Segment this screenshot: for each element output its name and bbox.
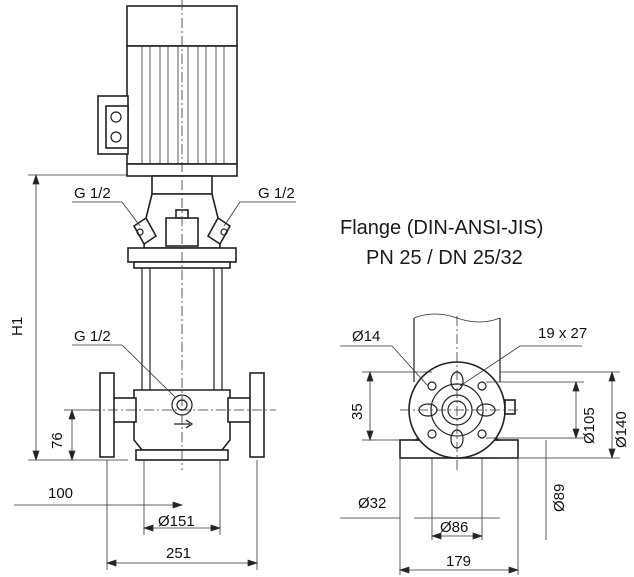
label-179: 179: [446, 553, 472, 570]
label-g-drain: G 1/2: [74, 328, 111, 345]
motor: [97, 5, 238, 195]
label-19x27: 19 x 27: [538, 325, 588, 342]
label-76: 76: [49, 432, 66, 449]
flange-title: Flange (DIN-ANSI-JIS): [340, 217, 544, 239]
label-14: Ø14: [352, 328, 381, 345]
dimension-lines-flange: [340, 345, 620, 575]
label-151: Ø151: [158, 513, 195, 530]
label-35: 35: [349, 403, 366, 420]
label-86: Ø86: [440, 519, 469, 536]
label-g-left: G 1/2: [74, 185, 111, 202]
label-140: Ø140: [613, 411, 630, 448]
label-32: Ø32: [358, 495, 387, 512]
label-105: Ø105: [581, 407, 598, 444]
label-251: 251: [166, 545, 192, 562]
label-h1: H1: [9, 316, 26, 336]
dimension-lines-left: [14, 173, 296, 570]
flange-subtitle: PN 25 / DN 25/32: [366, 247, 523, 269]
label-100: 100: [48, 485, 74, 502]
label-g-right: G 1/2: [258, 185, 295, 202]
label-89: Ø89: [551, 483, 568, 512]
flange-view: [399, 313, 520, 470]
